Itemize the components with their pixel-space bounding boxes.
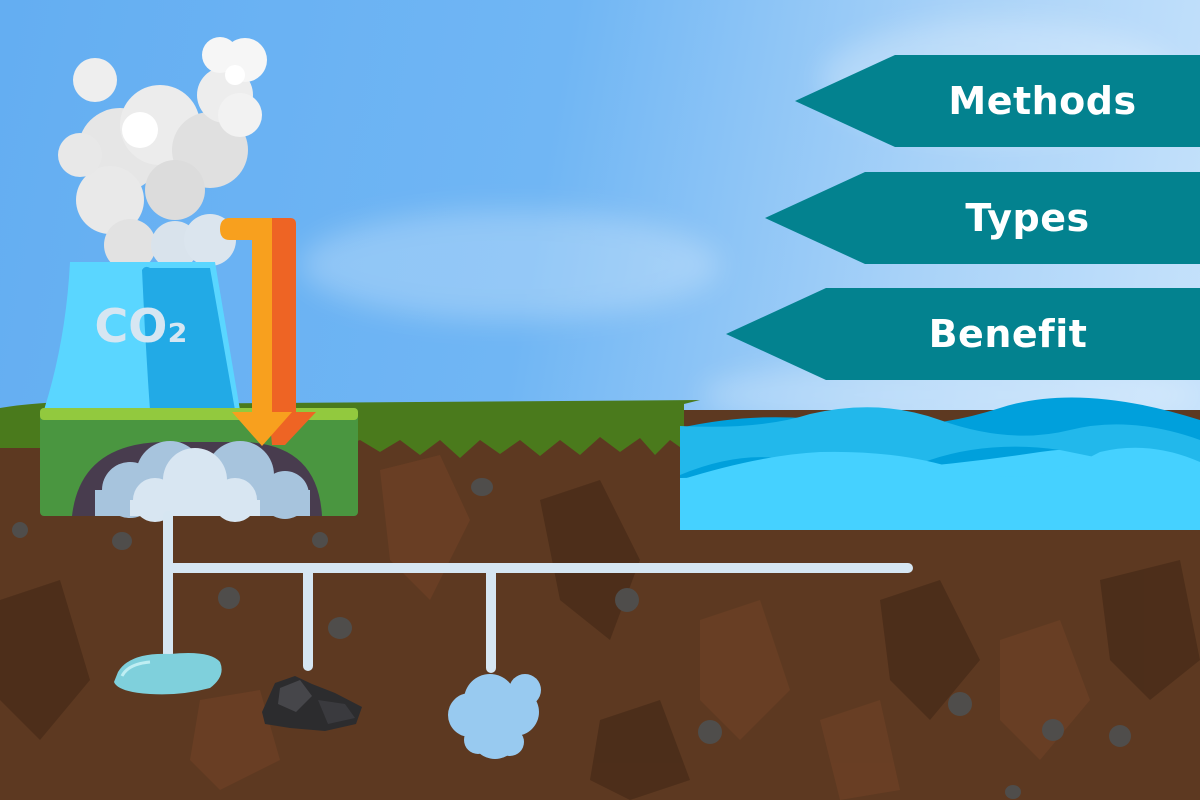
smoke-cloud: [58, 37, 267, 271]
tab-methods-label: Methods: [948, 79, 1137, 123]
tab-benefit-label: Benefit: [928, 312, 1088, 356]
coal-seam-icon: [262, 676, 362, 731]
tab-types-label: Types: [965, 196, 1090, 240]
sky-haze: [300, 210, 720, 320]
capture-arrow-icon: [220, 218, 316, 446]
tab-methods[interactable]: Methods: [795, 55, 1200, 147]
tab-benefit[interactable]: Benefit: [726, 288, 1200, 380]
gas-pocket-icon: [448, 674, 541, 759]
water-reservoir-icon: [114, 653, 222, 695]
water-body: [680, 397, 1200, 530]
capture-facility: [40, 408, 358, 522]
cooling-tower: [44, 262, 240, 410]
pebbles: [12, 478, 1131, 799]
injection-pipes: [163, 511, 913, 673]
tab-types[interactable]: Types: [765, 172, 1200, 264]
co2-label: CO₂: [94, 299, 187, 353]
